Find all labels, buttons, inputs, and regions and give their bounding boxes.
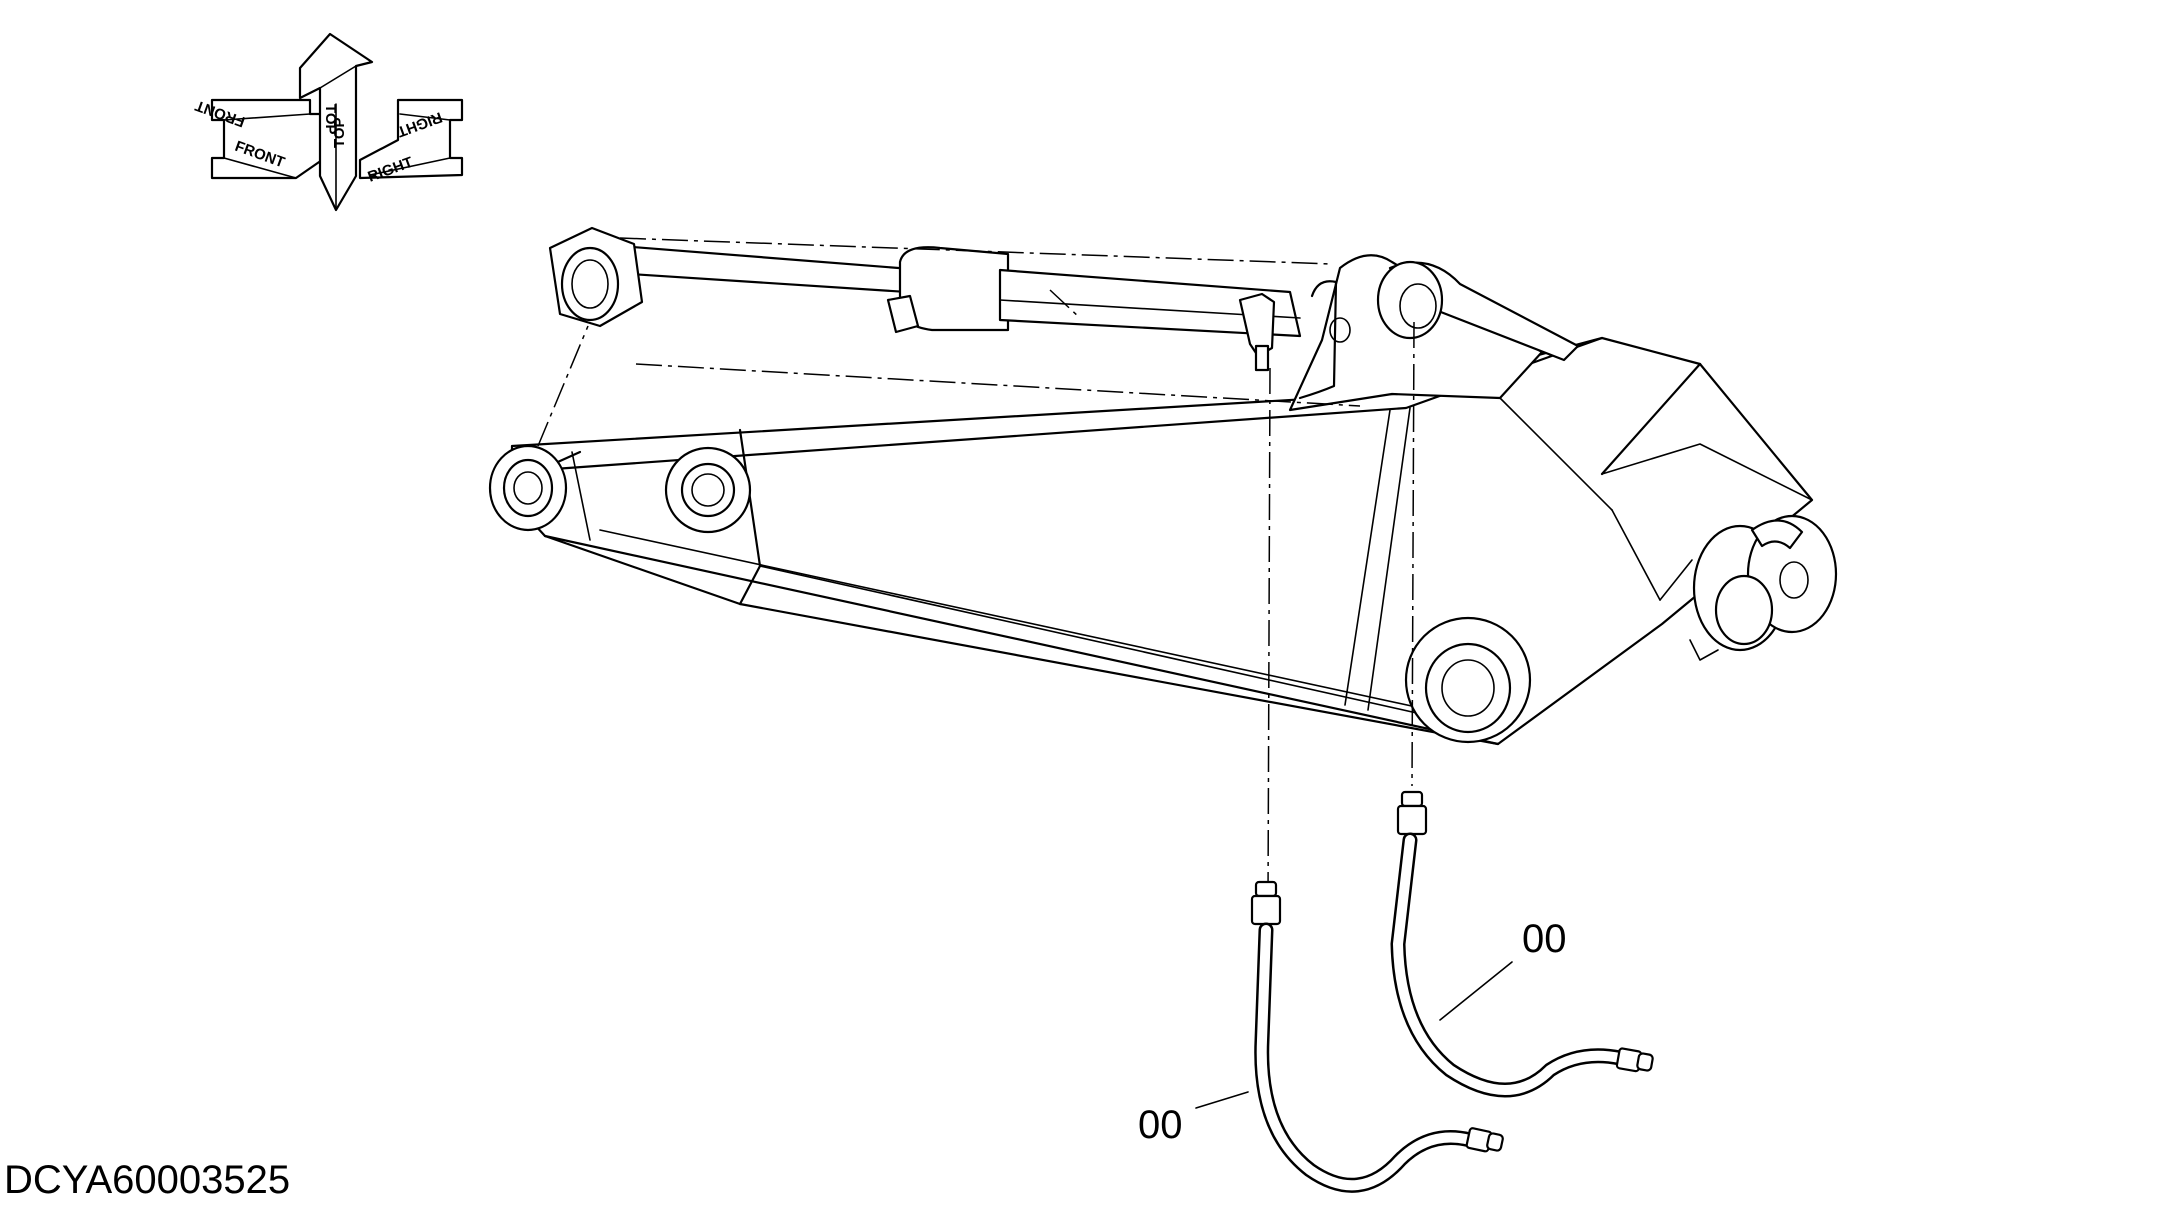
phantom-lines — [537, 237, 1415, 901]
drawing-id-label: DCYA60003525 — [4, 1158, 291, 1202]
right-arrow-icon — [358, 98, 464, 180]
top-label-mirrored: TOP — [331, 117, 348, 148]
top-label: TOP — [322, 104, 339, 135]
hose-right — [1390, 790, 1654, 1098]
callout-leader-left — [1195, 1091, 1249, 1109]
callout-label-right: 00 — [1522, 917, 1567, 961]
boom-structure — [488, 336, 1838, 746]
boom-cylinder — [548, 226, 1580, 412]
callout-label-left: 00 — [1138, 1103, 1183, 1147]
callout-leader-right — [1439, 961, 1513, 1021]
orientation-indicator: FRONT FRONT TOP TOP RIGHT RIGHT — [193, 32, 464, 212]
hose-left — [1250, 880, 1504, 1193]
